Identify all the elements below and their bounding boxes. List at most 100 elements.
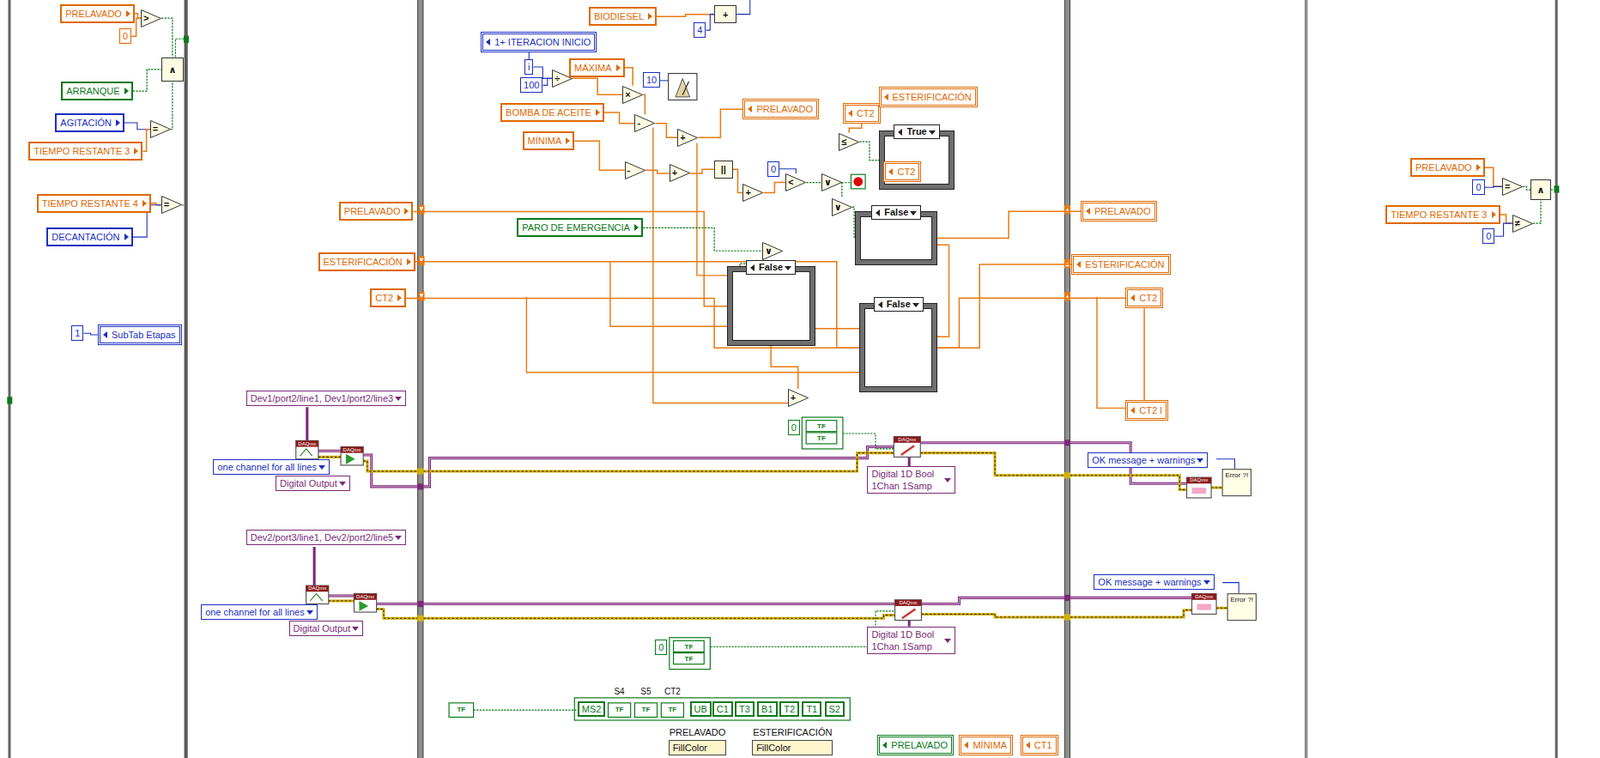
tunnel <box>1064 472 1071 479</box>
function-node: ≤ <box>838 133 860 152</box>
function-outline <box>161 196 182 214</box>
ring-constant: OK message + warnings <box>1093 574 1214 590</box>
bool-box <box>673 640 705 652</box>
case-structure: False <box>727 266 815 345</box>
numeric-constant: 0 <box>1472 179 1485 195</box>
constant-value: 0 <box>1485 230 1491 243</box>
wire-b <box>736 0 750 15</box>
array-frame <box>669 637 711 670</box>
operator-symbol: ∧ <box>168 63 176 76</box>
control-terminal: MÍNIMA <box>522 131 576 151</box>
wire <box>1484 167 1503 187</box>
wire <box>542 78 552 85</box>
shift-register <box>418 205 425 215</box>
control-terminal: AGITACIÓN <box>54 113 125 133</box>
numeric-constant: 100 <box>520 77 543 93</box>
icon-caption: DAQmx <box>354 593 377 600</box>
wire-g <box>175 38 184 57</box>
terminal-label: 1+ ITERACION INICIO <box>494 36 591 49</box>
terminal-label: ESTERIFICACIÓN <box>323 255 403 268</box>
property-label: ESTERIFICACIÓN <box>752 726 832 739</box>
shift-register <box>1064 259 1071 269</box>
case-selector: False <box>745 260 796 275</box>
tunnel <box>1064 613 1071 620</box>
ring-constant: Dev2/port3/line1, Dev2/port2/line5 <box>246 529 407 546</box>
constant-value: 0 <box>791 421 797 434</box>
wire-b <box>660 79 669 81</box>
function-node: - <box>634 114 655 133</box>
terminal-label: PRELAVADO <box>344 205 401 218</box>
ring-value: OK message + warnings <box>1097 575 1201 588</box>
error-caption: Error ?! <box>1222 471 1251 494</box>
tunnel <box>1064 594 1071 601</box>
function-node: < <box>785 173 807 192</box>
ring-constant: Digital 1D Bool 1Chan 1Samp <box>866 626 955 655</box>
boolean-text: TF <box>448 703 474 718</box>
function-node: ∨ <box>831 198 853 217</box>
tunnel <box>417 467 424 474</box>
function-node: ∨ <box>821 173 843 192</box>
indicator-terminal: ESTERIFICACIÓN <box>878 86 978 108</box>
wire <box>574 140 625 170</box>
wire <box>770 345 799 389</box>
function-node: ∨ <box>762 242 783 261</box>
control-terminal: ARRANQUE <box>60 81 133 101</box>
indicator-terminal: CT1 <box>1020 734 1059 756</box>
terminal-label: CT2 I <box>1139 404 1163 417</box>
function-node: - <box>624 161 646 180</box>
boolean-text: TF <box>608 703 631 718</box>
ring-constant: Digital Output <box>289 620 364 637</box>
wire <box>1533 200 1541 224</box>
frame-edge <box>1068 0 1071 758</box>
ring-constant: one channel for all lines <box>200 604 318 620</box>
wire-pi <box>318 442 1188 487</box>
stop-light <box>853 176 863 187</box>
wire-b <box>1222 582 1239 594</box>
metronome-arm <box>682 81 689 95</box>
icon-caption: DAQmx <box>895 600 922 607</box>
wire <box>572 78 623 95</box>
constant-value: i <box>527 60 530 73</box>
constant-value: 100 <box>523 78 540 91</box>
element-label: S5 <box>634 685 657 697</box>
tunnel <box>1064 439 1071 446</box>
wire <box>697 109 743 138</box>
icon-glyph <box>300 448 313 456</box>
daq-icon <box>306 585 329 604</box>
function-node: + <box>669 163 691 182</box>
wire <box>763 182 786 194</box>
wire <box>936 211 1081 238</box>
wire <box>642 227 763 251</box>
control-terminal: MÁXIMA <box>569 58 625 78</box>
bool-box <box>806 420 837 432</box>
wire-g <box>181 204 186 206</box>
compound-node: || <box>714 160 733 179</box>
operator-symbol: = <box>150 120 171 139</box>
cluster-element: T1 <box>801 701 822 717</box>
shift-register <box>1064 291 1071 302</box>
function-outline <box>821 174 842 192</box>
wire <box>604 112 636 124</box>
indicator-terminal: PRELAVADO <box>742 98 819 120</box>
compound-node: ∧ <box>1530 179 1552 200</box>
daq-icon <box>1191 593 1217 615</box>
wire <box>124 122 151 130</box>
icon-glyph <box>358 600 369 612</box>
terminal-label: CT1 <box>1034 739 1053 752</box>
property-label: FillColor <box>756 741 829 754</box>
operator-symbol: × <box>622 85 643 104</box>
terminal-label: TIEMPO RESTANTE 3 <box>33 145 130 158</box>
case-structure: False <box>855 212 937 265</box>
wire <box>170 81 173 130</box>
tunnel <box>6 396 13 404</box>
function-outline <box>786 174 807 192</box>
function-node: = <box>161 195 182 214</box>
control-terminal: TIEMPO RESTANTE 4 <box>36 193 152 213</box>
numeric-constant: 1 <box>71 325 84 341</box>
wire-p <box>908 620 911 627</box>
wire-g <box>842 433 894 449</box>
terminal-label: DECANTACIÓN <box>51 230 120 243</box>
element-label: UB <box>694 703 708 716</box>
numeric-constant: i <box>524 59 534 75</box>
